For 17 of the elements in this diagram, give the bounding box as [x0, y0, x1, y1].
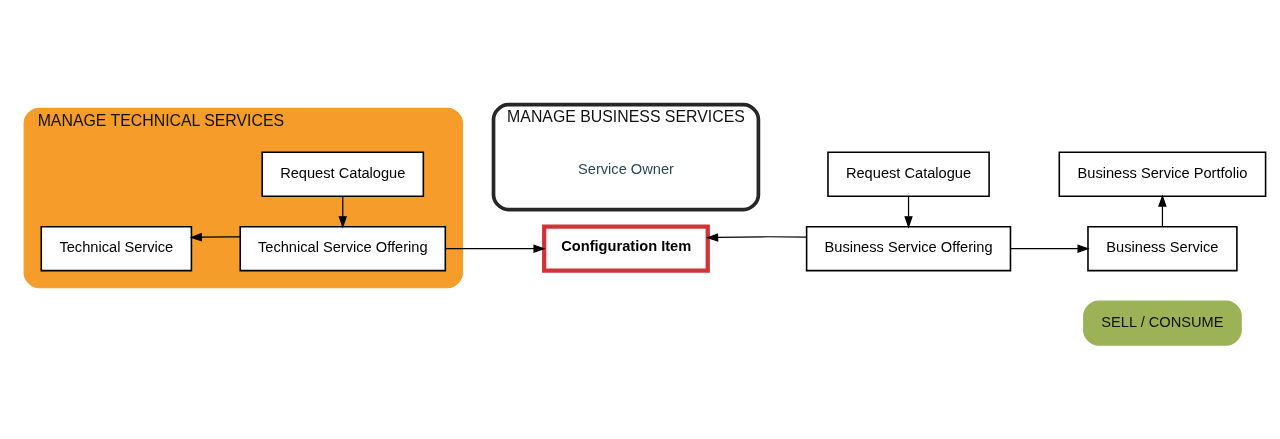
node-box: Request Catalogue	[261, 150, 425, 197]
arrow	[904, 195, 913, 228]
node-box: Request Catalogue	[827, 150, 990, 197]
node-box: Configuration Item	[542, 224, 710, 273]
node-text: Service Owner	[578, 160, 674, 177]
arrow	[1158, 193, 1167, 227]
node-box: SELL / CONSUME	[1083, 300, 1242, 346]
node-box: Business Service Offering	[805, 225, 1012, 271]
arrow	[444, 243, 546, 253]
node-box: Technical Service	[40, 225, 193, 271]
arrow	[189, 232, 241, 241]
node-box: Technical Service Offering	[239, 225, 447, 271]
node-box: Business Service Portfolio	[1058, 150, 1267, 197]
arrow	[338, 195, 348, 228]
arrow	[1010, 243, 1090, 253]
arrow	[706, 232, 807, 242]
node-box: Business Service	[1087, 225, 1238, 271]
